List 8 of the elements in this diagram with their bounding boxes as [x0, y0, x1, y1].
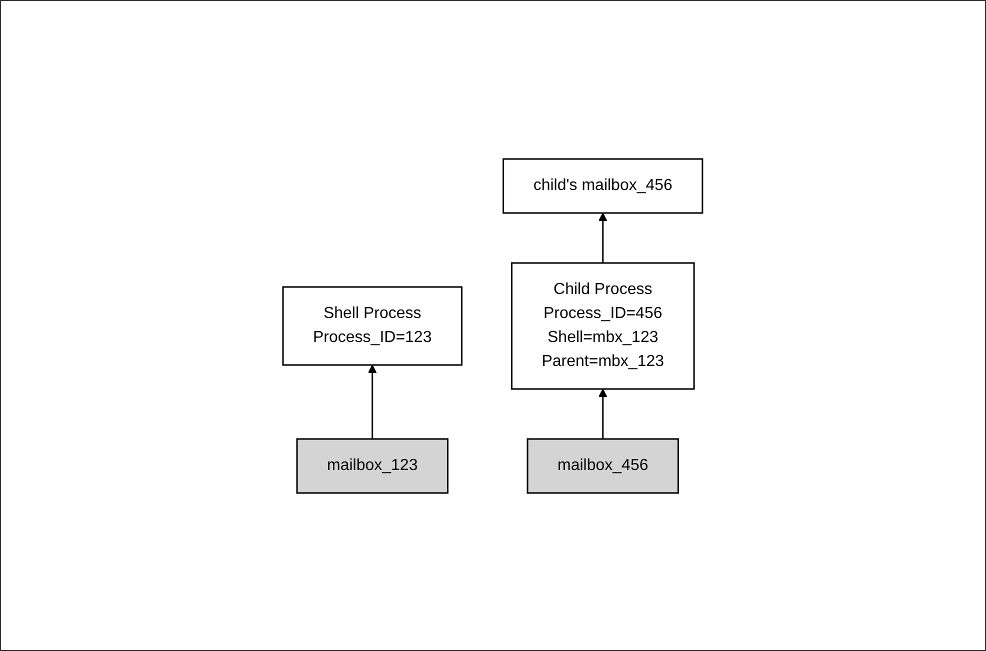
node-box: Shell Process Process_ID=123 [282, 286, 463, 366]
node-box: mailbox_123 [296, 438, 449, 494]
arrow [368, 364, 378, 438]
arrow [598, 388, 608, 438]
node-box: Child Process Process_ID=456 Shell=mbx_123 Parent=mbx_123 [511, 262, 696, 390]
node-box: mailbox_456 [527, 438, 680, 494]
node-box: child's mailbox_456 [502, 158, 704, 214]
arrow [598, 212, 608, 262]
